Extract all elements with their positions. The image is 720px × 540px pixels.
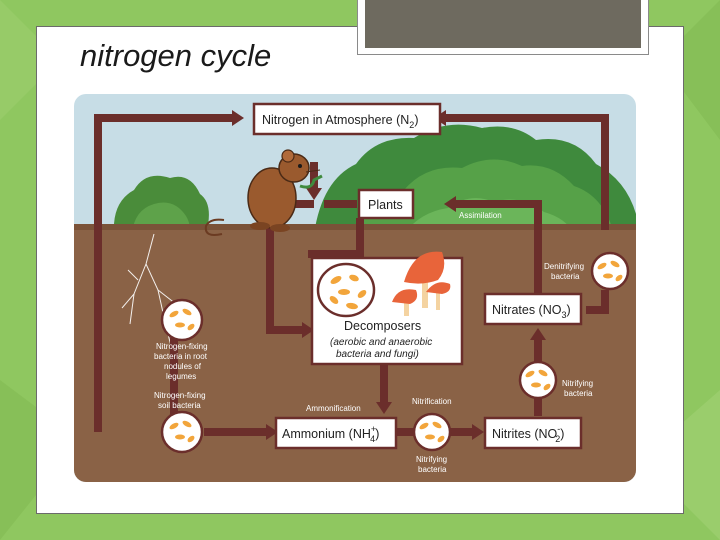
arrow-nitrates-to-denitrifying — [586, 290, 609, 314]
bacteria-group — [329, 274, 367, 310]
arrow-plants-to-decomposers — [308, 218, 364, 258]
nitrogen-cycle-diagram: Nitrogen in Atmosphere (N2) Plants Assim… — [74, 94, 636, 482]
nitrifying-right-label-1: Nitrifying — [562, 379, 593, 388]
mushroom-icon — [392, 251, 451, 316]
nodules-label-1: Nitrogen-fixing — [156, 342, 208, 351]
title-tab-bar — [365, 0, 641, 48]
nodules-label-4: legumes — [166, 372, 196, 381]
nitrites-label: Nitrites (NO-2) — [492, 424, 564, 444]
atmosphere-box: Nitrogen in Atmosphere (N2) — [252, 102, 442, 136]
arrow-animals-to-decomposers — [266, 204, 306, 334]
ammonium-label: Ammonium (NH+4) — [282, 424, 379, 444]
soil-bacteria-label-2: soil bacteria — [158, 401, 201, 410]
atmosphere-label: Nitrogen in Atmosphere (N2) — [262, 113, 418, 130]
nodules-label-3: nodules of — [164, 362, 202, 371]
nitrates-box: Nitrates (NO3) — [483, 292, 583, 326]
mouse-icon — [204, 149, 323, 236]
nitrifying-bacteria-bottom-icon — [412, 412, 452, 452]
ammonium-box: Ammonium (NH+4) — [274, 416, 398, 450]
nitrates-label: Nitrates (NO3) — [492, 303, 571, 320]
nitrifying-bottom-label-1: Nitrifying — [416, 455, 447, 464]
title-tab — [357, 0, 649, 55]
decomposers-title: Decomposers — [344, 319, 421, 333]
plants-box: Plants — [357, 188, 415, 220]
nitrites-box: Nitrites (NO-2) — [483, 416, 583, 450]
decomposers-box: Decomposers (aerobic and anaerobic bacte… — [310, 251, 464, 366]
soil-bacteria-label-1: Nitrogen-fixing — [154, 391, 206, 400]
decomposers-line2: bacteria and fungi) — [336, 349, 419, 360]
decomposers-line1: (aerobic and anaerobic — [330, 337, 432, 348]
arrow-atmosphere-to-denitrifying — [436, 114, 609, 230]
denitrifying-label-2: bacteria — [551, 272, 580, 281]
slide-title: nitrogen cycle — [80, 38, 272, 73]
plants-label: Plants — [368, 198, 403, 212]
denitrifying-bacteria-icon — [590, 251, 630, 291]
nitrification-label: Nitrification — [412, 397, 452, 406]
arrow-nitrates-to-plants — [454, 200, 542, 294]
denitrifying-label-1: Denitrifying — [544, 262, 584, 271]
ammonification-label: Ammonification — [306, 404, 361, 413]
nitrifying-right-label-2: bacteria — [564, 389, 593, 398]
nitrifying-bacteria-right-icon — [518, 360, 558, 400]
cycle-arrows — [94, 110, 609, 440]
nodules-label-2: bacteria in root — [154, 352, 208, 361]
nodule-bacteria-icon — [160, 298, 204, 342]
soil-bacteria-icon — [160, 410, 204, 454]
nitrifying-bottom-label-2: bacteria — [418, 465, 447, 474]
assimilation-label: Assimilation — [459, 211, 502, 220]
arrow-soil-to-atmosphere — [94, 114, 234, 432]
